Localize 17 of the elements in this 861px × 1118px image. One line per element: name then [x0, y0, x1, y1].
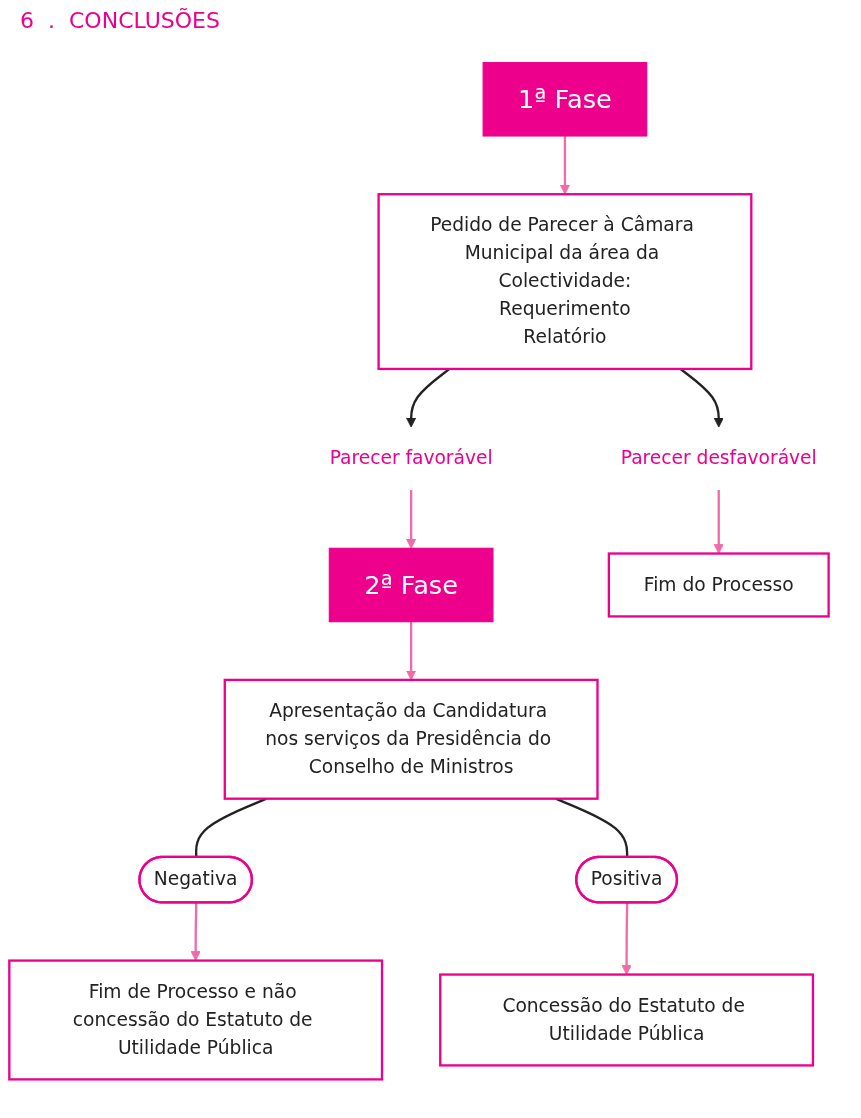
- arrow: [406, 490, 417, 549]
- arrow: [713, 490, 724, 554]
- node-text: Parecer desfavorável: [620, 446, 817, 470]
- node-text: Parecer favorável: [329, 446, 493, 470]
- heading-text: .: [48, 8, 55, 33]
- node-box: Concessão do Estatuto de Utilidade Pública: [439, 973, 815, 1067]
- heading-text: 6: [20, 8, 34, 33]
- arrow: [559, 136, 571, 195]
- arrow: [679, 368, 724, 428]
- arrow: [406, 368, 451, 428]
- node-box: Fim de Processo e não concessão do Estatuto de Utilidade Pública: [8, 959, 384, 1081]
- heading-text: CONCLUSÕES: [69, 8, 220, 33]
- node-box: 2ª Fase: [328, 547, 494, 623]
- node-box: Pedido de Parecer à Câmara Municipal da área da Colectividade: Requerimento Relatório: [377, 193, 753, 371]
- node-box: Fim do Processo: [607, 552, 830, 618]
- node-box: 1ª Fase: [482, 62, 648, 137]
- node-box: Apresentação da Candidatura nos serviços da Presidência do Conselho de Ministros: [223, 678, 599, 800]
